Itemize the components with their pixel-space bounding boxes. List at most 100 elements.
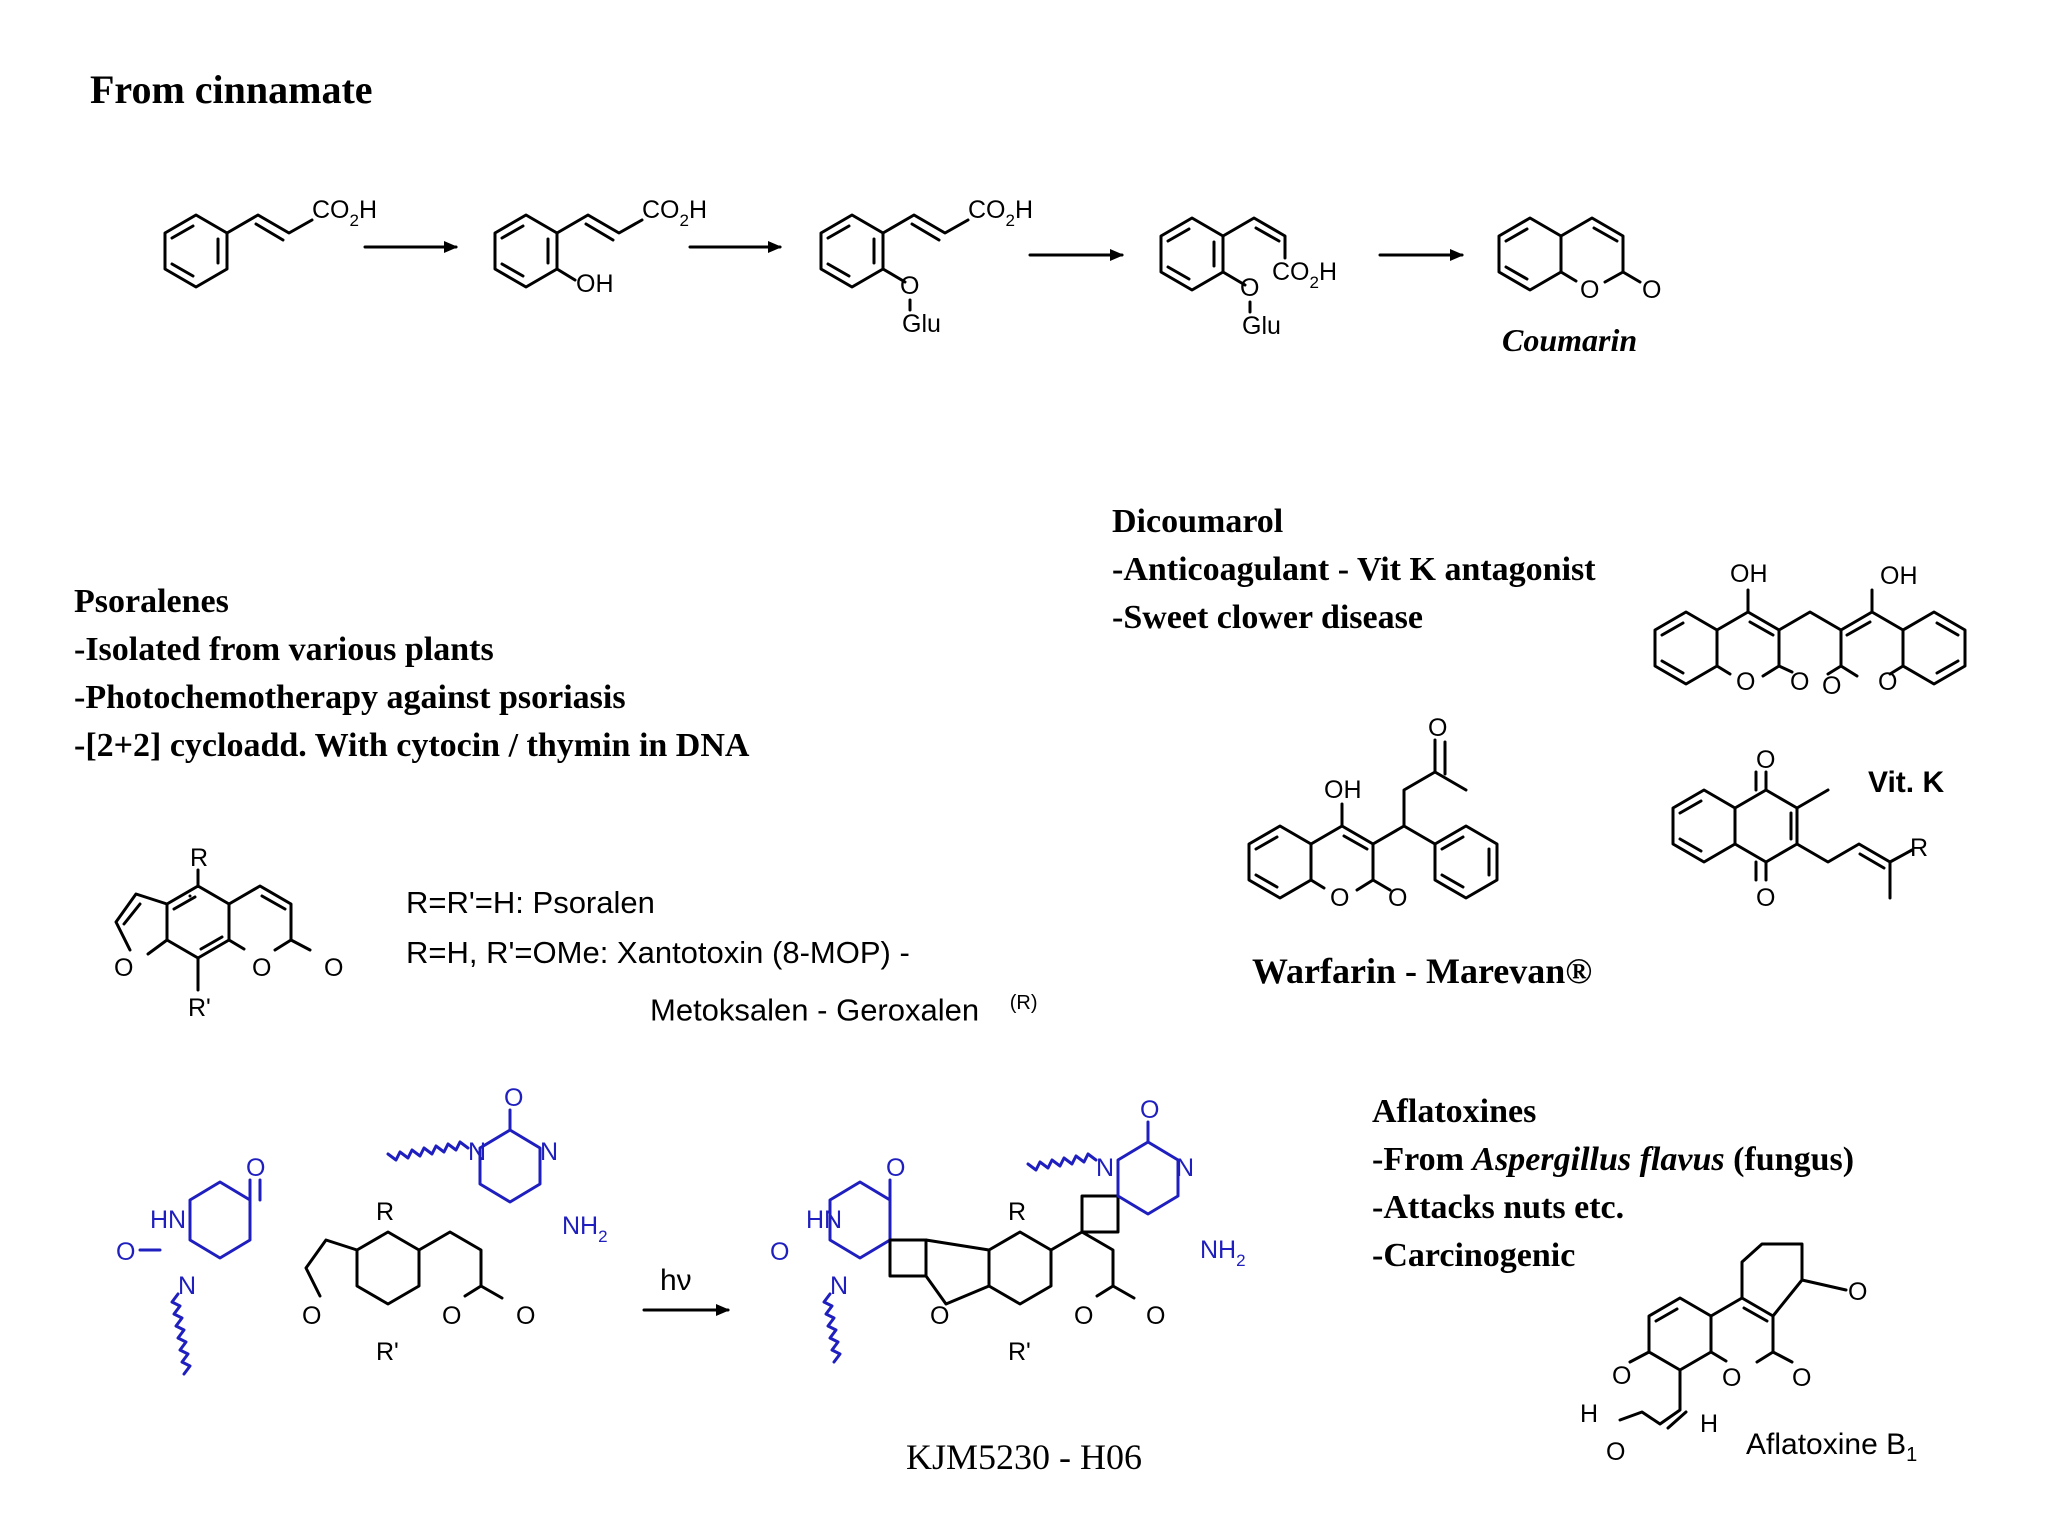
- dicoumarol-line-1: -Anticoagulant - Vit K antagonist: [1112, 551, 1596, 588]
- svg-text:O: O: [1612, 1362, 1631, 1390]
- svg-text:H: H: [1700, 1410, 1718, 1438]
- svg-text:N: N: [540, 1138, 558, 1166]
- svg-text:Glu: Glu: [902, 310, 941, 338]
- svg-text:R': R': [376, 1338, 399, 1366]
- svg-text:O: O: [1792, 1364, 1811, 1392]
- svg-text:O: O: [116, 1238, 135, 1266]
- svg-text:NH2: NH2: [1200, 1236, 1246, 1270]
- svg-text:OH: OH: [1880, 562, 1918, 590]
- aflatoxines-line-1-suffix: (fungus): [1724, 1141, 1855, 1178]
- svg-text:O: O: [516, 1302, 535, 1330]
- cinnamate-title: From cinnamate: [90, 67, 373, 112]
- warfarin-label: Warfarin - Marevan®: [1252, 951, 1593, 991]
- svg-text:R: R: [1910, 834, 1928, 862]
- aflatoxine-b1-text: Aflatoxine B: [1746, 1428, 1907, 1461]
- psoralenes-line-2: -Photochemotherapy against psoriasis: [74, 679, 626, 716]
- svg-text:N: N: [830, 1272, 848, 1300]
- svg-text:HN: HN: [806, 1206, 842, 1234]
- svg-text:O: O: [1756, 884, 1775, 912]
- hv-label: hν: [660, 1264, 692, 1297]
- svg-text:O: O: [1074, 1302, 1093, 1330]
- psoralen-legend-line-3-text: Metoksalen - Geroxalen: [650, 992, 980, 1028]
- aflatoxines-title: Aflatoxines: [1372, 1093, 1537, 1130]
- svg-text:OH: OH: [1730, 560, 1768, 588]
- svg-text:O: O: [770, 1238, 789, 1266]
- psoralen-dna-reactants: O HN O N O O O R R' O N N NH2: [116, 1084, 608, 1376]
- aflatoxines-block: Aflatoxines -From Aspergillus flavus (fu…: [1372, 1088, 1854, 1280]
- psoralenes-line-3: -[2+2] cycloadd. With cytocin / thymin i…: [74, 727, 750, 764]
- coumarin-label: Coumarin: [1502, 322, 1638, 358]
- svg-text:O: O: [1580, 276, 1599, 304]
- glucoside-structure: CO2H O Glu: [819, 196, 1033, 338]
- warfarin-structure: O O OH O: [1247, 714, 1499, 912]
- dicoumarol-block: Dicoumarol -Anticoagulant - Vit K antago…: [1112, 498, 1596, 642]
- svg-text:O: O: [930, 1302, 949, 1330]
- svg-text:O: O: [442, 1302, 461, 1330]
- svg-text:OH: OH: [1324, 776, 1362, 804]
- svg-text:O: O: [1756, 746, 1775, 774]
- aspergillus-name: Aspergillus flavus: [1472, 1141, 1725, 1178]
- dicoumarol-structure: OH O O OH O O: [1653, 560, 1967, 700]
- vitk-label: Vit. K: [1868, 766, 1945, 799]
- svg-text:O: O: [1140, 1096, 1159, 1124]
- svg-text:O: O: [1790, 668, 1809, 696]
- svg-text:N: N: [468, 1138, 486, 1166]
- aflatoxines-line-3: -Carcinogenic: [1372, 1237, 1576, 1274]
- svg-text:O: O: [324, 954, 343, 982]
- svg-text:NH2: NH2: [562, 1212, 608, 1246]
- coumarin-structure: O O: [1497, 216, 1661, 304]
- dicoumarol-title: Dicoumarol: [1112, 503, 1284, 540]
- psoralenes-block: Psoralenes -Isolated from various plants…: [74, 578, 749, 770]
- vitamin-k-structure: O O R: [1671, 746, 1928, 912]
- aflatoxine-b1-sub: 1: [1906, 1444, 1918, 1466]
- svg-text:R: R: [190, 844, 208, 872]
- svg-text:O: O: [1822, 672, 1841, 700]
- psoralen-legend-line-1: R=R'=H: Psoralen: [406, 885, 655, 920]
- svg-text:O: O: [1330, 884, 1349, 912]
- svg-text:CO2H: CO2H: [968, 196, 1033, 230]
- svg-text:O: O: [1146, 1302, 1165, 1330]
- svg-text:O: O: [252, 954, 271, 982]
- psoralen-structure: O O O R R': [114, 844, 343, 1022]
- svg-text:O: O: [246, 1154, 265, 1182]
- svg-text:CO2H: CO2H: [312, 196, 377, 230]
- cis-glucoside-structure: CO2H O Glu: [1159, 216, 1337, 340]
- svg-text:R: R: [376, 1198, 394, 1226]
- photoreaction-caption: KJM5230 - H06: [906, 1437, 1143, 1477]
- cinnamic-acid-structure: CO2H: [163, 196, 377, 289]
- psoralen-legend-line-2: R=H, R'=OMe: Xantotoxin (8-MOP) -: [406, 935, 910, 970]
- svg-text:O: O: [1240, 274, 1259, 302]
- svg-text:O: O: [1736, 668, 1755, 696]
- cycloadduct-product: O HN O N O O O R R' O N N NH2: [770, 1096, 1246, 1366]
- svg-text:Glu: Glu: [1242, 312, 1281, 340]
- svg-text:O: O: [1388, 884, 1407, 912]
- svg-text:O: O: [1606, 1438, 1625, 1466]
- svg-text:R': R': [188, 994, 211, 1022]
- svg-text:OH: OH: [576, 270, 614, 298]
- svg-text:HN: HN: [150, 1206, 186, 1234]
- svg-text:CO2H: CO2H: [1272, 258, 1337, 292]
- svg-text:H: H: [1580, 1400, 1598, 1428]
- svg-text:N: N: [1176, 1154, 1194, 1182]
- svg-text:O: O: [504, 1084, 523, 1112]
- psoralen-legend-line-3: Metoksalen - Geroxalen (R): [406, 978, 1038, 1035]
- svg-text:N: N: [178, 1272, 196, 1300]
- svg-text:O: O: [302, 1302, 321, 1330]
- aflatoxines-line-2: -Attacks nuts etc.: [1372, 1189, 1625, 1226]
- registered-mark: (R): [1009, 992, 1038, 1014]
- dicoumarol-line-2: -Sweet clower disease: [1112, 599, 1423, 636]
- svg-text:O: O: [1642, 276, 1661, 304]
- svg-text:O: O: [1428, 714, 1447, 742]
- svg-text:R: R: [1008, 1198, 1026, 1226]
- svg-text:O: O: [114, 954, 133, 982]
- psoralenes-line-1: -Isolated from various plants: [74, 631, 494, 668]
- aflatoxines-line-1-prefix: -From: [1372, 1141, 1473, 1178]
- psoralen-legend: R=R'=H: Psoralen R=H, R'=OMe: Xantotoxin…: [406, 878, 1038, 1035]
- svg-text:O: O: [886, 1154, 905, 1182]
- svg-text:O: O: [1848, 1278, 1867, 1306]
- svg-text:R': R': [1008, 1338, 1031, 1366]
- psoralenes-title: Psoralenes: [74, 583, 229, 620]
- svg-text:O: O: [1722, 1364, 1741, 1392]
- svg-text:CO2H: CO2H: [642, 196, 707, 230]
